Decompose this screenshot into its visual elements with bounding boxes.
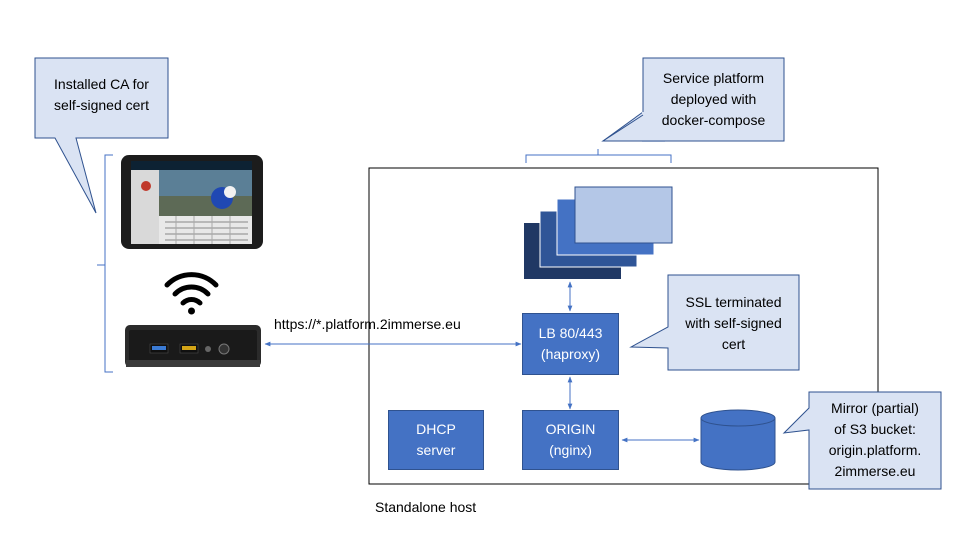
callout-ssl-line2: with self-signed	[685, 315, 782, 331]
callout-service-platform-line2: deployed with	[670, 91, 757, 107]
callout-installed-ca: Installed CA for self-signed cert	[35, 74, 168, 116]
callout-service-platform: Service platform deployed with docker-co…	[643, 68, 784, 131]
callout-mirror-line1: Mirror (partial)	[831, 400, 919, 416]
lb-line1: LB 80/443	[538, 325, 603, 341]
container-stack	[524, 186, 673, 279]
dhcp-line1: DHCP	[416, 421, 456, 437]
callout-mirror-line2: of S3 bucket:	[834, 421, 916, 437]
callout-mirror-line3: origin.platform.	[828, 442, 922, 458]
callout-ssl-line1: SSL terminated	[685, 294, 782, 310]
standalone-host-frame	[368, 167, 879, 485]
platform-url-label: https://*.platform.2immerse.eu	[274, 316, 461, 332]
callout-service-platform-line1: Service platform	[662, 70, 765, 86]
origin-line1: ORIGIN	[545, 421, 596, 437]
dhcp-server-box: DHCP server	[388, 410, 484, 470]
dhcp-line2: server	[416, 442, 456, 458]
tablet-icon	[121, 155, 263, 249]
callout-mirror-line4: 2immerse.eu	[834, 463, 916, 479]
wifi-icon	[164, 272, 219, 315]
callout-ssl-terminated: SSL terminated with self-signed cert	[668, 292, 799, 355]
lb-line2: (haproxy)	[540, 346, 601, 362]
callout-installed-ca-shape	[34, 57, 169, 214]
origin-box: ORIGIN (nginx)	[522, 410, 619, 470]
callout-installed-ca-line1: Installed CA for	[54, 76, 149, 92]
standalone-host-label: Standalone host	[375, 499, 477, 515]
callout-installed-ca-line2: self-signed cert	[54, 97, 149, 113]
callout-ssl-shape	[629, 274, 800, 371]
callout-service-platform-line3: docker-compose	[661, 112, 766, 128]
device-group-bracket	[97, 154, 113, 373]
callout-mirror-shape	[782, 391, 942, 490]
service-platform-bracket	[525, 149, 672, 163]
cylinder-storage-icon	[700, 409, 776, 471]
mini-pc-icon	[125, 325, 261, 367]
origin-line2: (nginx)	[549, 442, 592, 458]
callout-ssl-line3: cert	[721, 336, 746, 352]
load-balancer-box: LB 80/443 (haproxy)	[522, 313, 619, 375]
callout-mirror: Mirror (partial) of S3 bucket: origin.pl…	[809, 398, 941, 482]
